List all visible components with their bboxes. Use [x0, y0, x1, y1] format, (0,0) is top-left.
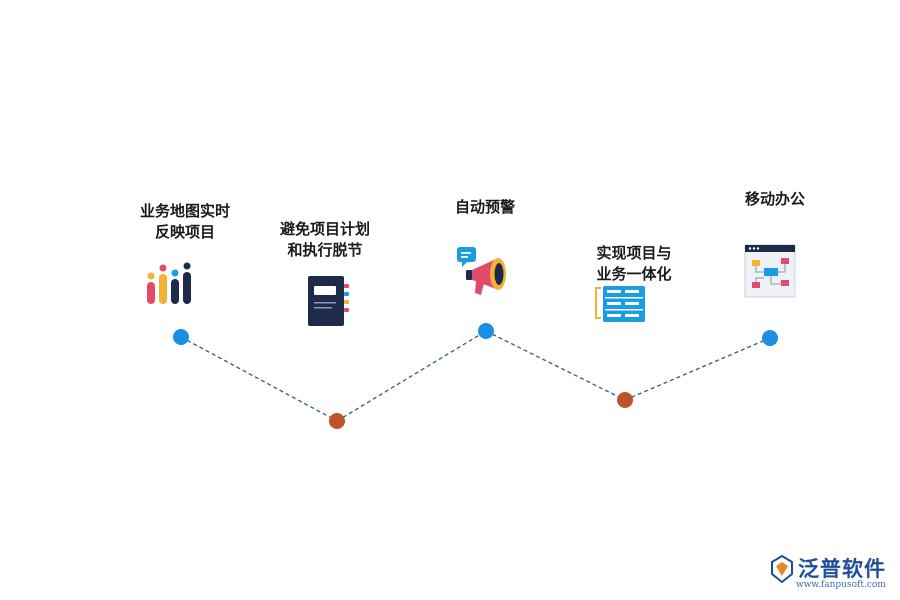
node-marker-n2	[329, 413, 345, 429]
connector-n3-n4	[485, 330, 626, 401]
brand-name: 泛普软件	[798, 557, 886, 581]
connector-n4-n5	[624, 337, 771, 401]
connector-n2-n3	[336, 330, 487, 422]
node-marker-n4	[617, 392, 633, 408]
brand-logo-icon	[771, 554, 793, 584]
connector-n1-n2	[180, 336, 338, 422]
node-marker-n5	[762, 330, 778, 346]
node-label-n5: 移动办公	[744, 190, 805, 208]
node-label-n2: 避免项目计划 和执行脱节	[279, 220, 370, 259]
node-marker-n1	[173, 329, 189, 345]
node-marker-n3	[478, 323, 494, 339]
brand-logo: 泛普软件 www.fanpusoft.com	[768, 552, 892, 596]
node-label-n1: 业务地图实时 反映项目	[139, 202, 230, 241]
node-label-n3: 自动预警	[454, 198, 515, 216]
server-rack-icon	[595, 286, 645, 322]
brand-url: www.fanpusoft.com	[796, 580, 886, 590]
flowchart-window-icon	[744, 244, 796, 298]
bar-chart-icon	[147, 262, 191, 304]
node-label-n4: 实现项目与 业务一体化	[596, 244, 672, 283]
megaphone-icon	[457, 247, 506, 295]
notebook-icon	[308, 276, 349, 326]
